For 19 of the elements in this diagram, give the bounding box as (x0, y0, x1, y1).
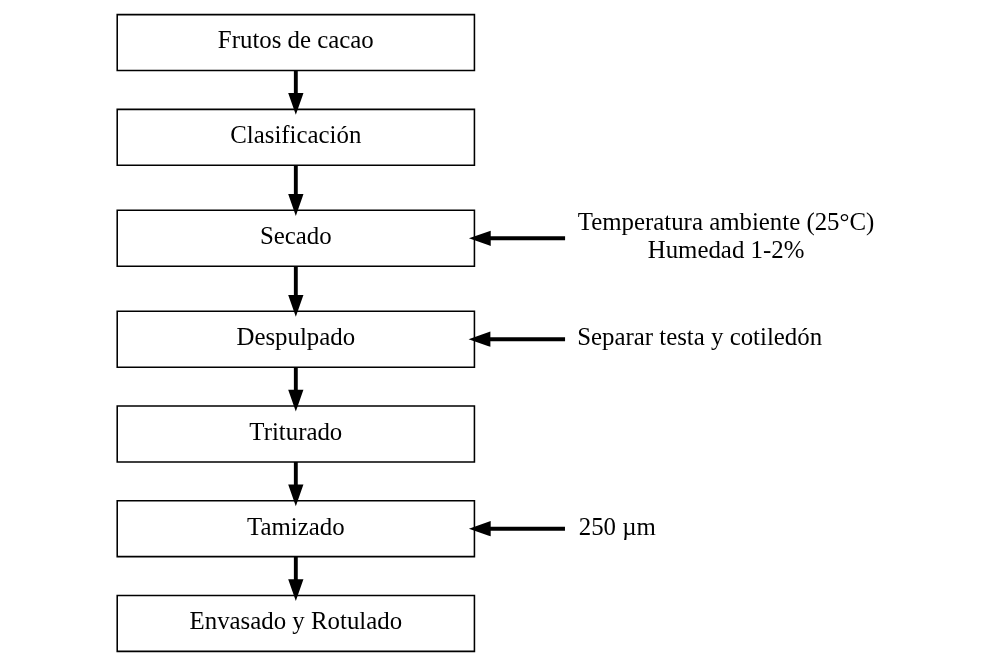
node-box: Secado (116, 209, 476, 267)
arrow (288, 462, 304, 507)
node-box: Despulpado (116, 310, 476, 368)
arrow (468, 230, 566, 246)
arrow (468, 331, 566, 347)
arrow (468, 521, 565, 537)
arrow (288, 165, 304, 216)
node-text: 250 µm (578, 512, 656, 540)
node-box: Tamizado (116, 499, 476, 558)
node-box: Envasado y Rotulado (116, 594, 476, 653)
node-box: Frutos de cacao (116, 13, 476, 72)
arrow (288, 367, 304, 412)
node-text: Temperatura ambiente (25°C) Humedad 1-2% (577, 208, 875, 264)
arrow (288, 70, 304, 115)
node-box: Clasificación (116, 108, 476, 167)
node-box: Triturado (116, 405, 476, 463)
arrow (288, 266, 304, 317)
arrow (288, 556, 304, 601)
node-text: Separar testa y cotiledón (577, 323, 823, 351)
